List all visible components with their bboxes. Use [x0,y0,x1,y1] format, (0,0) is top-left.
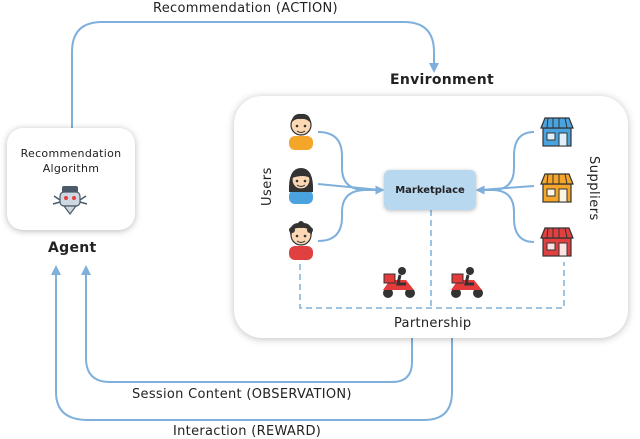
action-arrow [71,21,439,128]
environment-box [234,96,628,338]
store-icon [540,227,574,257]
action-label: Recommendation (ACTION) [153,1,338,16]
delivery-scooter-icon [451,267,483,298]
user-icon [289,221,313,260]
store-icon [540,117,574,147]
observation-arrow [81,265,413,383]
robot-icon [52,186,88,215]
delivery-scooter-icon [383,267,415,298]
suppliers-label: Suppliers [586,156,601,221]
agent-label: Agent [48,240,97,256]
environment-label: Environment [390,72,494,88]
agent-box-line2: Algorithm [42,162,100,175]
marketplace-node: Marketplace [384,170,476,210]
observation-label: Session Content (OBSERVATION) [132,387,352,402]
user-icon [289,113,313,150]
store-icon [540,173,574,203]
environment-internal-lines [299,131,565,309]
partnership-label: Partnership [394,316,472,331]
agent-box: Recommendation Algorithm [7,128,135,230]
reward-arrow [51,265,453,421]
reward-label: Interaction (REWARD) [173,424,322,439]
user-icon [288,168,314,204]
users-label: Users [260,167,275,206]
agent-box-line1: Recommendation [20,147,122,160]
